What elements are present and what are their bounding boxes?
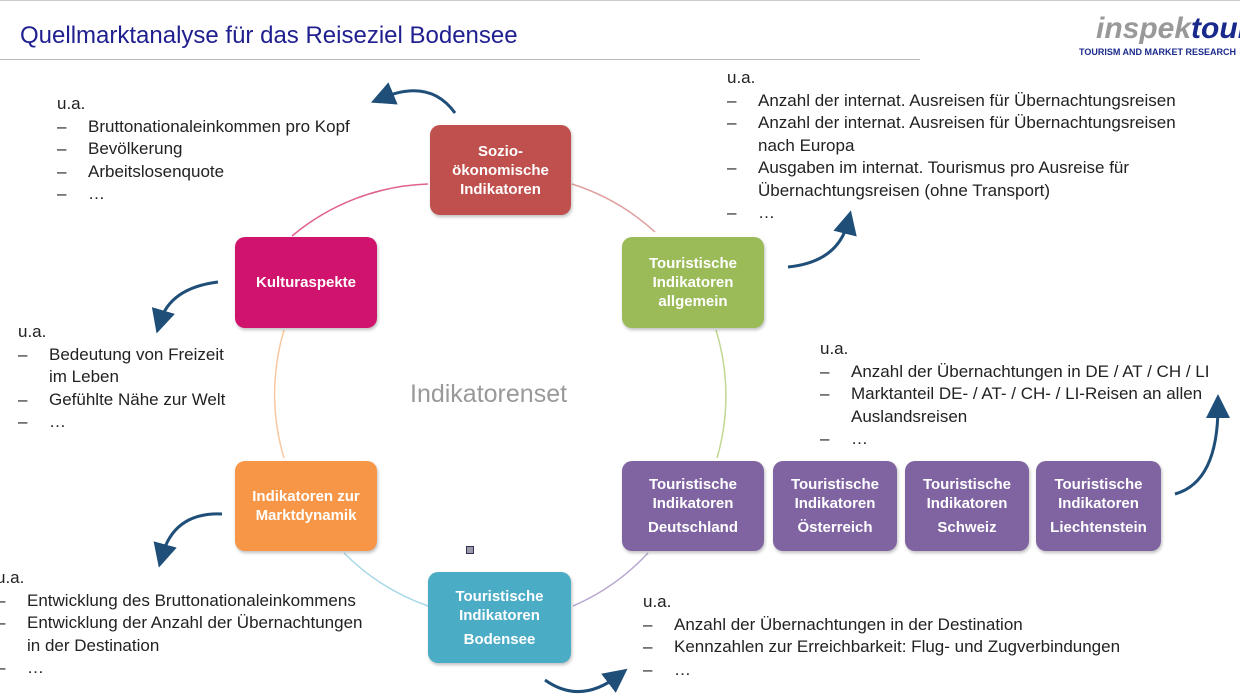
box-kultur[interactable]: Kulturaspekte [235, 237, 377, 328]
box-line: Touristische [922, 476, 1012, 493]
arrow-markt [153, 512, 223, 568]
list-item: Anzahl der Übernachtungen in der Destina… [643, 614, 1120, 637]
title-divider [0, 59, 920, 60]
logo-text-b: tour [1191, 12, 1240, 45]
circle-arc-de-bodensee [572, 552, 649, 607]
box-line: Indikatoren [1058, 495, 1139, 512]
box-line: Touristische [790, 476, 880, 493]
list-markt: u.a. Entwicklung des Bruttonationaleinko… [0, 567, 363, 680]
list-item: Marktanteil DE- / AT- / CH- / LI-Reisen … [820, 383, 1209, 406]
circle-arc-bodensee-markt [343, 552, 429, 607]
box-line: Indikatoren [459, 606, 540, 624]
center-label: Indikatorenset [410, 380, 568, 408]
list-allgemein: u.a. Anzahl der internat. Ausreisen für … [727, 67, 1176, 225]
circle-arc-markt-kultur [273, 329, 285, 459]
arrow-bodensee [544, 668, 628, 693]
list-laender: u.a. Anzahl der Übernachtungen in DE / A… [820, 338, 1209, 451]
box-allgemein[interactable]: Touristische Indikatoren allgemein [622, 237, 764, 328]
box-line: Indikatoren [652, 495, 734, 512]
box-line: Liechtenstein [1050, 519, 1147, 536]
list-bodensee: u.a. Anzahl der Übernachtungen in der De… [643, 591, 1120, 681]
list-item: … [820, 428, 1209, 451]
list-item-cont: Übernachtungsreisen (ohne Transport) [758, 180, 1050, 200]
logo-subtitle: TOURISM AND MARKET RESEARCH [1078, 47, 1236, 57]
list-item: Anzahl der Übernachtungen in DE / AT / C… [820, 361, 1209, 384]
list-item: Bruttonationaleinkommen pro Kopf [57, 116, 350, 139]
list-head: u.a. [643, 592, 672, 611]
box-sozio[interactable]: Sozio- ökonomische Indikatoren [430, 125, 571, 215]
list-item: Kennzahlen zur Erreichbarkeit: Flug- und… [643, 636, 1120, 659]
list-item: … [727, 202, 1176, 225]
list-head: u.a. [820, 339, 849, 358]
list-item: Entwicklung des Bruttonationaleinkommens [0, 590, 363, 613]
box-line: Bodensee [463, 630, 536, 648]
list-item: Anzahl der internat. Ausreisen für Übern… [727, 112, 1176, 135]
arrow-laender [1174, 394, 1230, 496]
box-line: Österreich [797, 519, 873, 536]
box-markt[interactable]: Indikatoren zur Marktdynamik [235, 461, 377, 551]
list-item: Arbeitslosenquote [57, 161, 350, 184]
list-item-cont: Auslandsreisen [851, 406, 968, 426]
list-item: Entwicklung der Anzahl der Übernachtunge… [0, 612, 363, 635]
list-sozio: u.a. Bruttonationaleinkommen pro Kopf Be… [57, 93, 350, 206]
list-item: Bevölkerung [57, 138, 350, 161]
box-line: Touristische [455, 587, 544, 605]
list-item-cont: in der Destination [27, 635, 160, 655]
list-item-cont: nach Europa [758, 135, 855, 155]
circle-arc-allgemein-de [715, 329, 727, 459]
box-line: Schweiz [937, 519, 997, 536]
circle-arc-kultur-sozio [291, 183, 429, 237]
box-line: Indikatoren [794, 495, 876, 512]
list-item: Bedeutung von Freizeit [18, 344, 225, 367]
list-head: u.a. [18, 322, 47, 341]
list-item: … [57, 183, 350, 206]
box-line: Touristische [648, 476, 738, 493]
box-line: Touristische [1054, 476, 1143, 493]
arrow-kultur [151, 280, 219, 334]
top-border [0, 0, 1240, 1]
list-item: Gefühlte Nähe zur Welt [18, 389, 225, 412]
list-item-cont: im Leben [49, 367, 119, 386]
list-kultur: u.a. Bedeutung von Freizeit im Leben Gef… [18, 321, 225, 434]
page-title: Quellmarktanalyse für das Reiseziel Bode… [20, 22, 518, 49]
box-line: Deutschland [647, 519, 738, 536]
list-item: … [18, 411, 225, 434]
arrow-sozio [370, 82, 457, 114]
list-head: u.a. [57, 94, 86, 113]
box-line: Indikatoren [926, 495, 1008, 512]
list-item: Ausgaben im internat. Tourismus pro Ausr… [727, 157, 1176, 180]
circle-arc-sozio-allgemein [571, 183, 656, 233]
center-marker [466, 546, 474, 554]
list-head: u.a. [727, 68, 756, 87]
list-item: … [643, 659, 1120, 682]
list-item: Anzahl der internat. Ausreisen für Übern… [727, 90, 1176, 113]
logo: inspektour [1096, 12, 1240, 46]
arrow-allgemein [787, 210, 857, 269]
list-item: … [0, 657, 363, 680]
list-head: u.a. [0, 568, 25, 587]
logo-text-a: inspek [1096, 12, 1192, 45]
